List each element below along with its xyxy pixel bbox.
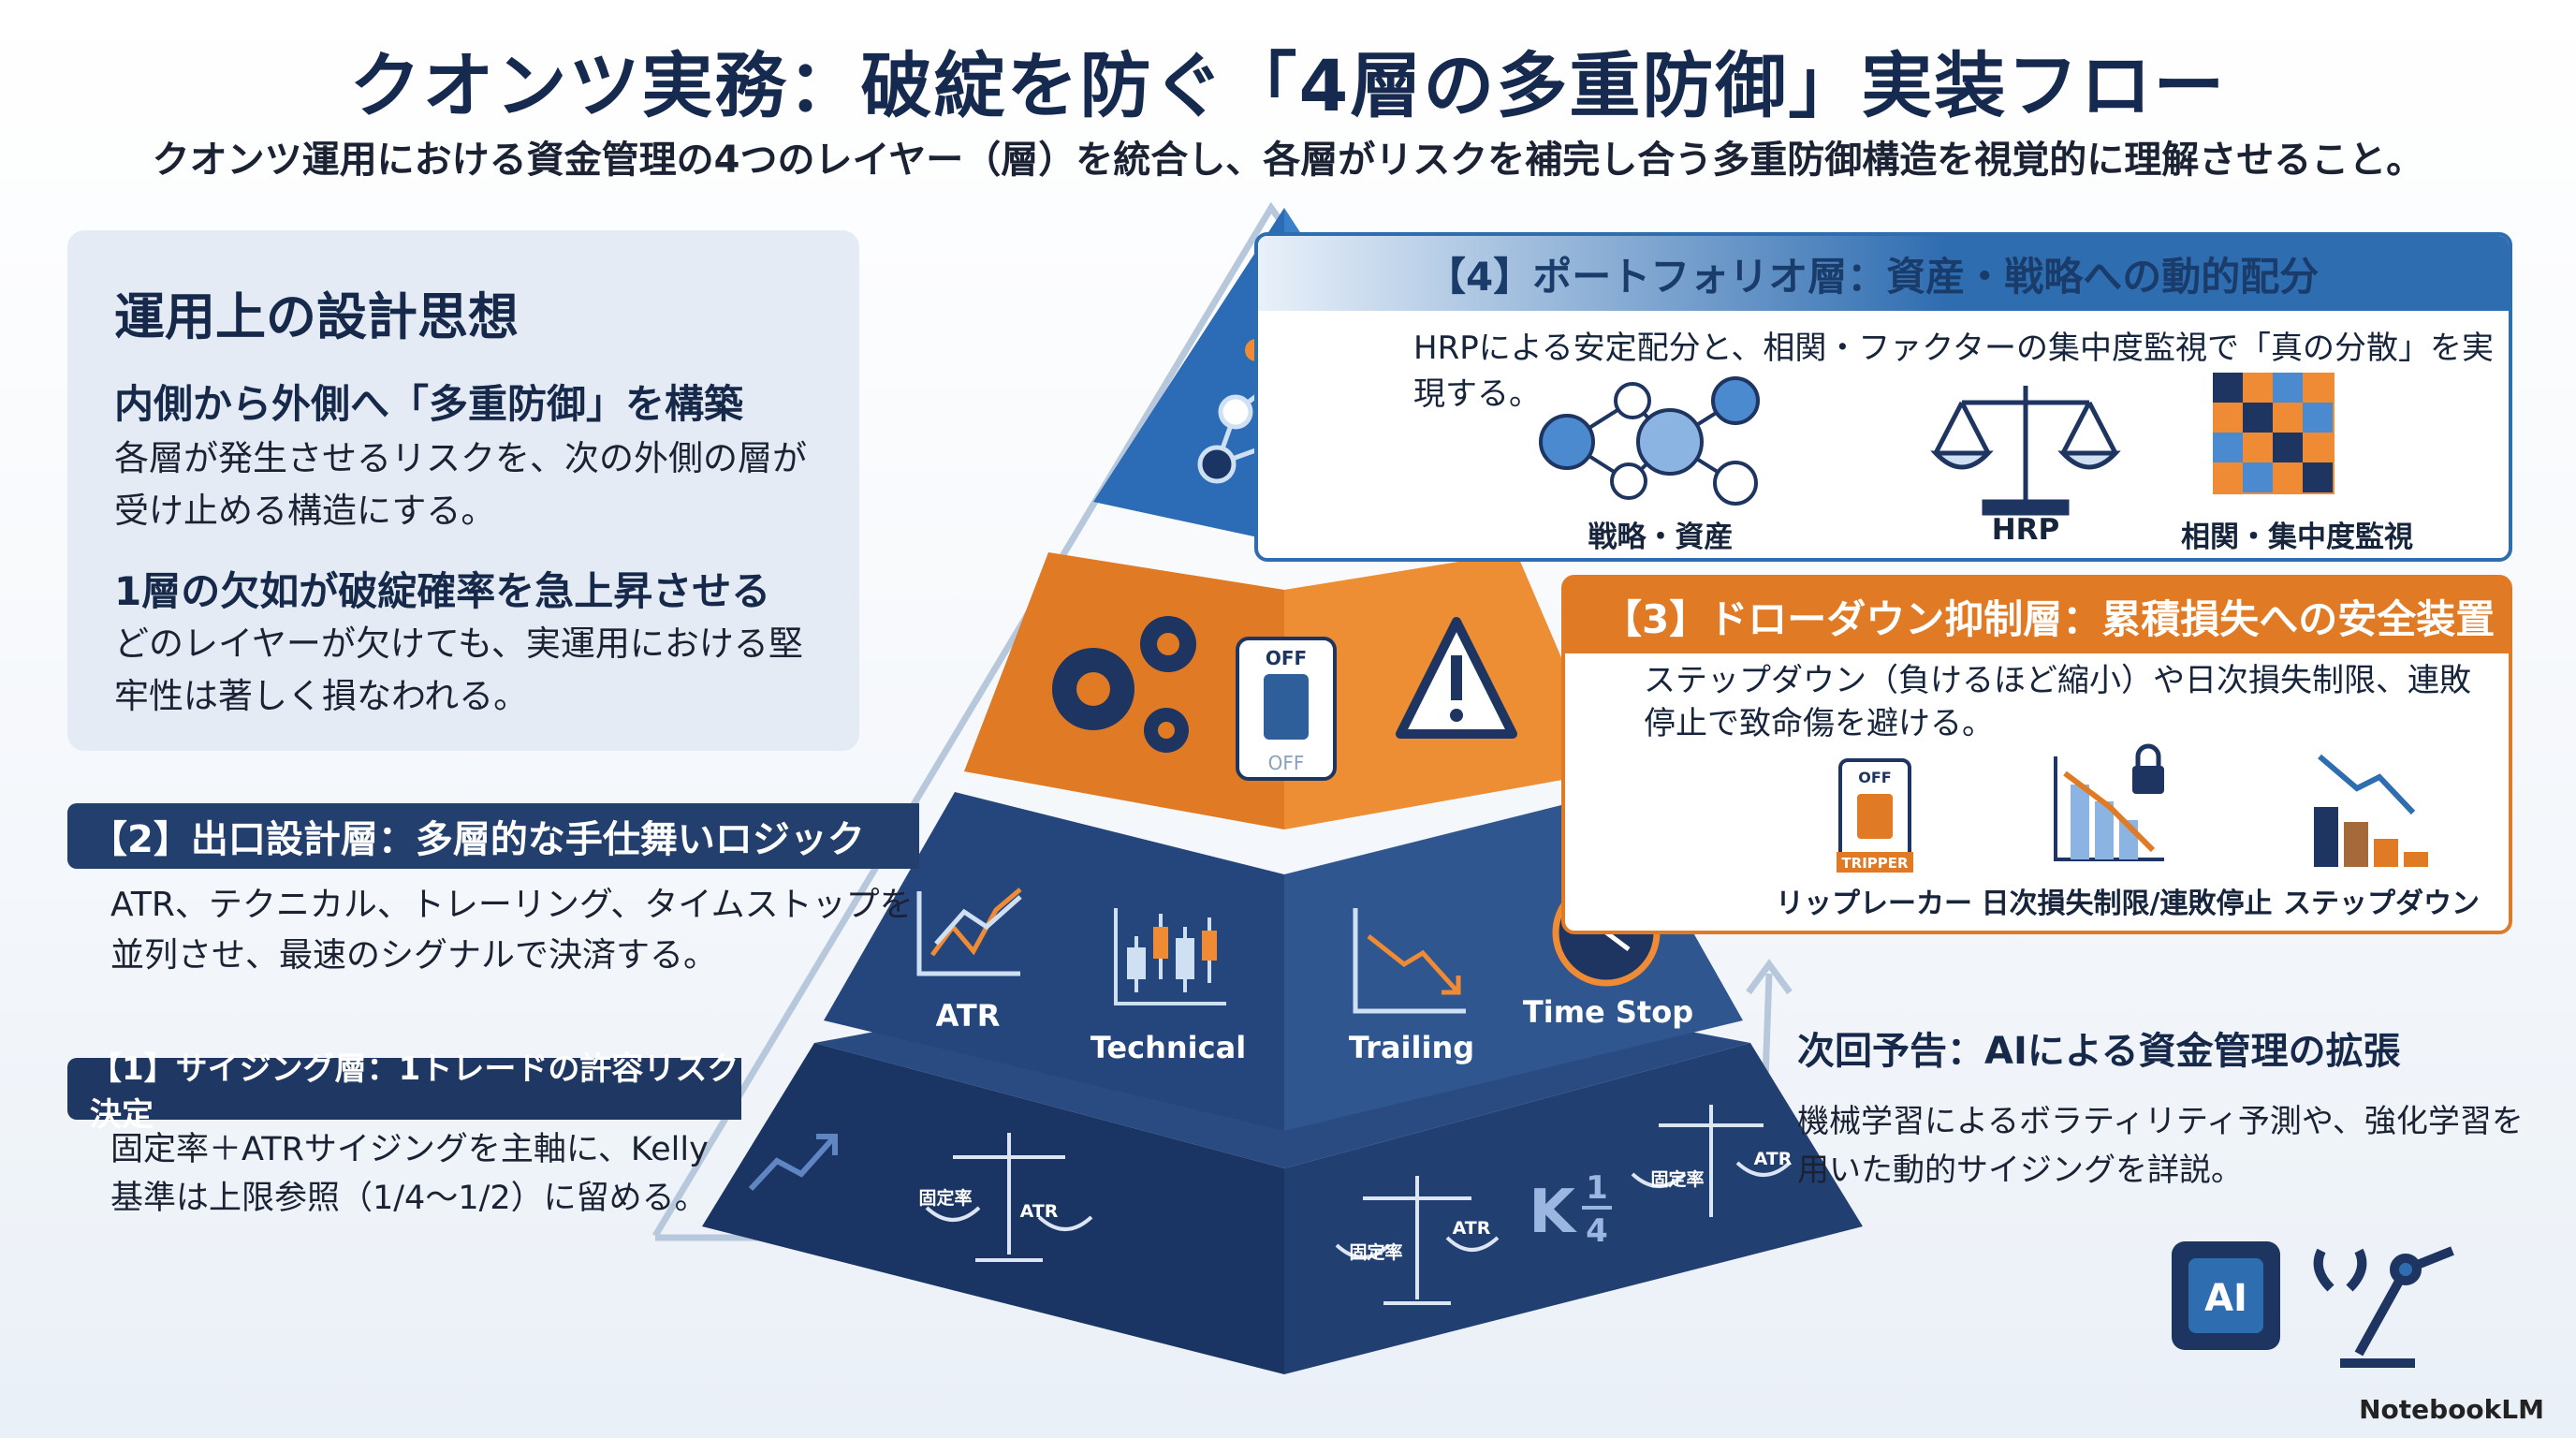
layer4-icon-label-1: HRP — [1991, 513, 2060, 547]
philosophy-point2-title: 1層の欠如が破綻確率を急上昇させる — [114, 568, 771, 614]
page-title: クオンツ実務：破綻を防ぐ「4層の多重防御」実装フロー — [349, 44, 2227, 127]
kelly-symbol: K — [1529, 1178, 1577, 1247]
breaker-off-label: OFF — [1858, 769, 1891, 786]
scale3-right-label: ATR — [1754, 1149, 1793, 1169]
layer2-heading: 【2】出口設計層：多層的な手仕舞いロジック — [67, 803, 919, 869]
philosophy-point2-text: どのレイヤーが欠けても、実運用における堅牢性は著しく損なわれる。 — [114, 624, 803, 716]
robot-arm-icon — [2313, 1246, 2454, 1368]
layer4-heading: 【4】ポートフォリオ層：資産・戦略への動的配分 — [1258, 236, 2509, 311]
layer3-icon-label-0: リップレーカー — [1776, 888, 1972, 920]
layer3-icon-label-1: 日次損失制限/連敗停止 — [1981, 888, 2273, 920]
switch-off-label-bottom: OFF — [1268, 752, 1305, 774]
next-icons: AI — [2172, 1241, 2454, 1368]
scale2-right-label: ATR — [1453, 1218, 1491, 1239]
layer2-timestop-label: Time Stop — [1523, 994, 1693, 1030]
layer2-technical-label: Technical — [1090, 1030, 1246, 1065]
trailing-down-icon — [1353, 908, 1466, 1014]
heatmap-icon — [2213, 373, 2334, 494]
scales-icon — [1930, 386, 2121, 516]
layer3-heading: 【3】ドローダウン抑制層：累積損失への安全装置 — [1565, 579, 2509, 653]
philosophy-box: 運用上の設計思想 内側から外側へ「多重防御」を構築 各層が発生させるリスクを、次… — [67, 230, 859, 751]
step-down-icon — [2314, 754, 2428, 867]
layer4-icons — [1539, 373, 2334, 516]
scale2-left-label: 固定率 — [1349, 1241, 1402, 1263]
next-preview: 次回予告：AIによる資金管理の拡張 機械学習によるボラティリティ予測や、強化学習… — [1797, 1020, 2546, 1195]
layer2-trailing-label: Trailing — [1349, 1030, 1474, 1065]
layer3-text: ステップダウン（負けるほど縮小）や日次損失制限、連敗停止で致命傷を避ける。 — [1644, 662, 2471, 742]
ai-chip-icon: AI — [2172, 1241, 2280, 1350]
balance-scale-icon-2 — [1335, 1176, 1500, 1305]
layer3-callout: 【3】ドローダウン抑制層：累積損失への安全装置 ステップダウン（負けるほど縮小）… — [1561, 575, 2512, 934]
network-nodes-icon — [1539, 376, 1760, 506]
atr-chart-icon — [916, 888, 1022, 976]
brand-logo: NotebookLM — [2359, 1394, 2544, 1425]
breaker-icon: OFF TRIPPER — [1837, 758, 1913, 873]
warning-icon — [1396, 617, 1517, 739]
layer2-atr-label: ATR — [936, 998, 1001, 1034]
philosophy-point1-text: 各層が発生させるリスクを、次の外側の層が受け止める構造にする。 — [114, 438, 807, 531]
layer4-callout: 【4】ポートフォリオ層：資産・戦略への動的配分 HRPによる安定配分と、相関・フ… — [1254, 232, 2512, 562]
kelly-denominator: 4 — [1586, 1212, 1608, 1250]
scale3-left-label: 固定率 — [1650, 1168, 1704, 1190]
layer3-icon-label-2: ステップダウン — [2283, 888, 2480, 920]
kelly-numerator: 1 — [1586, 1169, 1608, 1207]
scale-left-label: 固定率 — [918, 1187, 972, 1209]
ai-chip-label: AI — [2204, 1277, 2247, 1320]
layer2-text: ATR、テクニカル、トレーリング、タイムストップを並列させ、最速のシグナルで決済… — [110, 886, 914, 975]
layer1-text: 固定率＋ATRサイジングを主軸に、Kelly基準は上限参照（1/4〜1/2）に留… — [110, 1131, 709, 1217]
candlestick-icon — [1114, 908, 1226, 1005]
next-text: 機械学習によるボラティリティ予測や、強化学習を用いた動的サイジングを詳説。 — [1797, 1103, 2524, 1189]
growth-arrow-icon — [748, 1134, 838, 1192]
philosophy-point1-title: 内側から外側へ「多重防御」を構築 — [114, 381, 744, 427]
arrow-head-icon — [1746, 959, 1793, 995]
breaker-tripper-label: TRIPPER — [1841, 855, 1909, 872]
power-switch-icon: OFF OFF — [1236, 637, 1337, 781]
loss-chart-icon — [2054, 743, 2164, 861]
layer4-text: HRPによる安定配分と、相関・ファクターの集中度監視で「真の分散」を実現する。 — [1413, 330, 2494, 413]
gear-icon — [1052, 616, 1196, 753]
scale-right-label: ATR — [1020, 1201, 1059, 1222]
next-heading: 次回予告：AIによる資金管理の拡張 — [1797, 1030, 2401, 1073]
balance-scale-icon — [925, 1133, 1093, 1262]
page-subtitle: クオンツ運用における資金管理の4つのレイヤー（層）を統合し、各層がリスクを補完し… — [152, 139, 2424, 182]
layer1-heading: 【1】サイジング層：1トレードの許容リスク決定 — [67, 1050, 741, 1134]
switch-off-label: OFF — [1266, 647, 1307, 669]
balance-scale-icon-3 — [1631, 1105, 1792, 1217]
layer3-icons: OFF TRIPPER — [1837, 743, 2428, 873]
layer4-icon-label-2: 相関・集中度監視 — [2181, 521, 2413, 554]
layer4-icon-label-0: 戦略・資産 — [1588, 521, 1734, 554]
philosophy-heading: 運用上の設計思想 — [114, 287, 519, 346]
